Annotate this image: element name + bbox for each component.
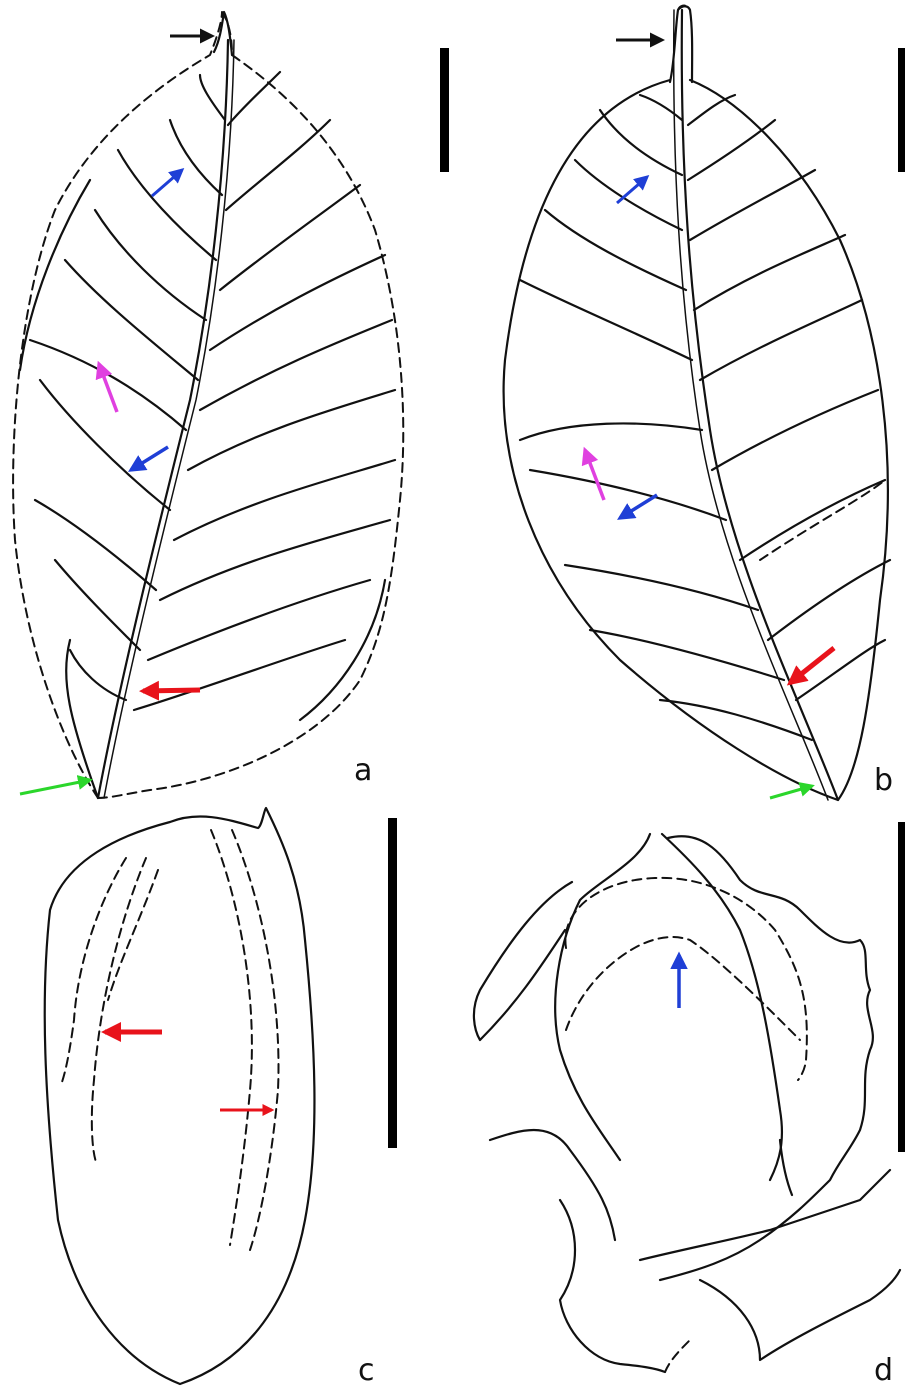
leaf-b-midrib-inner — [674, 10, 828, 800]
arrow-a-magenta — [99, 364, 117, 412]
scale-bar-d — [898, 822, 905, 1152]
panel-label-c: c — [358, 1353, 375, 1388]
leaf-b-secondary-veins — [520, 95, 890, 740]
panel-c: c — [45, 808, 397, 1388]
panel-label-b: b — [874, 763, 893, 798]
arrow-a-blue-top — [152, 170, 182, 196]
arrow-b-blue-top — [617, 177, 647, 203]
seed-d-fold — [780, 1140, 792, 1195]
seed-d-bottom-dotted — [665, 1340, 690, 1372]
arrow-b-green — [770, 786, 812, 798]
seed-d-bottom-left — [490, 1130, 665, 1372]
arrow-b-magenta — [585, 450, 604, 500]
scale-bar-b — [898, 48, 905, 172]
leaf-b-outline — [504, 80, 888, 800]
arrow-a-red — [143, 690, 200, 691]
leaf-b-faint-vein — [760, 480, 885, 560]
panel-label-a: a — [354, 753, 372, 788]
scale-bar-c — [388, 818, 397, 1148]
panel-b: b — [504, 6, 905, 801]
panel-label-d: d — [874, 1353, 893, 1388]
seed-c-outline — [45, 808, 315, 1384]
seed-d-bottom-right — [640, 1170, 900, 1360]
seed-c-dash-left-1 — [62, 858, 126, 1082]
leaf-a-secondary-veins — [30, 72, 395, 710]
seed-d-dash-inner — [566, 937, 800, 1040]
panel-a: a — [13, 12, 449, 798]
arrow-a-green — [20, 780, 90, 794]
scale-bar-a — [440, 48, 449, 172]
leaf-a-midrib — [98, 40, 228, 798]
seed-c-dash-right-1 — [211, 830, 252, 1245]
seed-d-left-wing — [474, 882, 572, 1040]
seed-d-frill — [660, 836, 873, 1280]
leaf-a-tip — [214, 12, 232, 55]
seed-c-dash-left-2 — [92, 858, 146, 1162]
arrow-a-blue-bottom — [131, 447, 168, 470]
panel-d: d — [474, 822, 905, 1388]
arrow-b-blue-bottom — [620, 495, 657, 518]
leaf-a-left-edge — [20, 180, 98, 798]
